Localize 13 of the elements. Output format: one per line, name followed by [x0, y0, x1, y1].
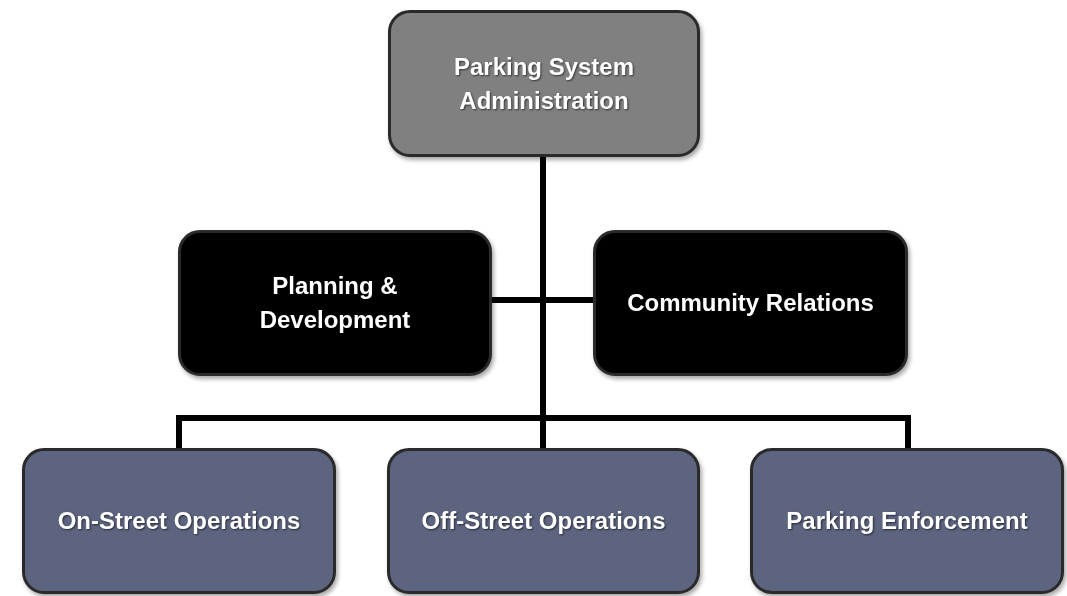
org-box — [388, 10, 700, 157]
org-box — [750, 448, 1064, 594]
box-label: Parking System Administration — [452, 51, 636, 116]
org-box — [387, 448, 700, 594]
org-box — [593, 230, 908, 376]
box-label: Planning & Development — [258, 271, 412, 335]
box-label: On-Street Operations — [57, 506, 301, 536]
box-label: Off-Street Operations — [421, 506, 666, 536]
box-label: Parking Enforcement — [786, 506, 1028, 536]
org-box — [22, 448, 336, 594]
connector-line — [540, 157, 911, 448]
box-label: Community Relations — [627, 288, 874, 318]
org-box — [178, 230, 492, 376]
